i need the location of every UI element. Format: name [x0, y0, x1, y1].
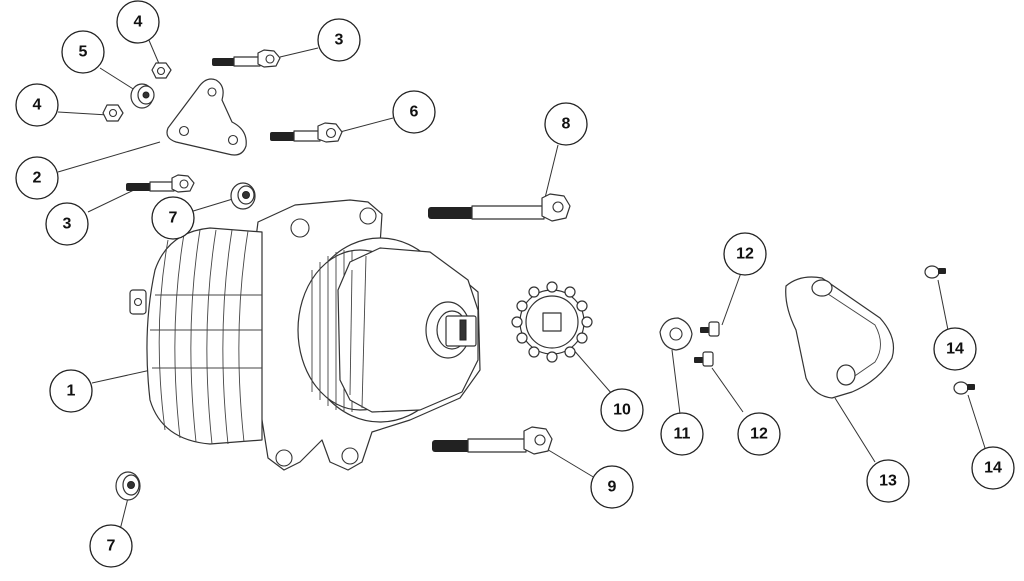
screw-12-upper: [700, 321, 720, 337]
nut-7-lower: [115, 471, 141, 501]
sprocket-10: [511, 281, 593, 363]
sprocket-teeth: [511, 281, 593, 363]
nut-7-upper: [230, 182, 256, 210]
callout-1: 1: [49, 369, 93, 413]
callout-bubbles: 4 5 4 3 2 6 3 7: [15, 0, 1015, 568]
callout-4-upper-label: 4: [134, 14, 143, 31]
callout-14-lower: 14: [971, 446, 1015, 490]
bolt-3-lower: [126, 174, 195, 193]
bolt-8: [428, 193, 571, 222]
callout-10: 10: [600, 388, 644, 432]
callout-5-label: 5: [79, 44, 88, 61]
callout-8: 8: [544, 102, 588, 146]
callout-7-lower-label: 7: [107, 538, 116, 555]
callout-2: 2: [15, 156, 59, 200]
nut-4-lower: [102, 104, 124, 122]
callout-3-upper-label: 3: [335, 32, 344, 49]
lock-plate-11: [659, 317, 693, 351]
callout-3-lower-label: 3: [63, 216, 72, 233]
callout-4-lower: 4: [15, 83, 59, 127]
callout-9-label: 9: [608, 479, 617, 496]
callout-14-lower-label: 14: [984, 460, 1002, 477]
callout-10-label: 10: [613, 402, 631, 419]
callout-12-upper: 12: [723, 232, 767, 276]
bracket-plate-2: [166, 78, 247, 156]
bolt-9: [432, 426, 553, 455]
callout-9: 9: [590, 465, 634, 509]
callout-12-lower: 12: [737, 412, 781, 456]
callout-5: 5: [61, 30, 105, 74]
callout-3-lower: 3: [45, 202, 89, 246]
callout-12-upper-label: 12: [736, 246, 754, 263]
callout-4-lower-label: 4: [33, 97, 42, 114]
callout-7-upper: 7: [151, 196, 195, 240]
callout-6-label: 6: [410, 104, 419, 121]
screw-14-lower: [953, 381, 975, 395]
nut-4-upper: [151, 62, 172, 79]
bolt-6: [270, 122, 343, 143]
callout-2-label: 2: [33, 170, 42, 187]
callout-13: 13: [866, 459, 910, 503]
leader-lines: [57, 37, 986, 531]
callout-3-upper: 3: [317, 18, 361, 62]
screw-14-upper: [924, 265, 946, 279]
callout-11-label: 11: [674, 426, 691, 443]
callout-13-label: 13: [879, 473, 897, 490]
callout-8-label: 8: [562, 116, 571, 133]
spacer-5: [130, 83, 155, 109]
motor-assembly-1: [129, 199, 481, 471]
callout-1-label: 1: [67, 383, 76, 400]
callout-14-upper-label: 14: [946, 341, 964, 358]
callout-7-lower: 7: [89, 524, 133, 568]
callout-4-upper: 4: [116, 0, 160, 44]
callout-14-upper: 14: [933, 327, 977, 371]
sprocket-cover-13: [785, 276, 895, 399]
callout-12-lower-label: 12: [750, 426, 768, 443]
callout-6: 6: [392, 90, 436, 134]
screw-12-lower: [694, 351, 714, 367]
callout-7-upper-label: 7: [169, 210, 178, 227]
bolt-3-upper: [212, 49, 281, 68]
callout-11: 11: [660, 412, 704, 456]
